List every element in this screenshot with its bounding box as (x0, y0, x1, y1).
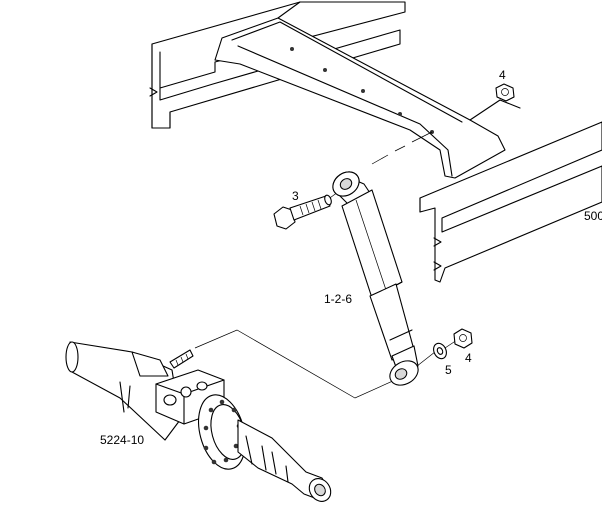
callout-shock-absorber: 1-2-6 (324, 292, 352, 306)
axle-assembly (65, 341, 332, 502)
shock-absorber (332, 171, 419, 386)
chassis-frame (149, 1, 602, 283)
callout-axle-ref: 5224-10 (100, 433, 144, 447)
callout-frame-ref: 500 (584, 209, 602, 223)
callout-bolt: 3 (292, 189, 299, 203)
callout-washer: 5 (445, 363, 452, 377)
hex-bolt (273, 194, 332, 230)
leader-lines (194, 131, 464, 399)
callout-nut-bottom: 4 (465, 351, 472, 365)
washer (433, 342, 447, 360)
hex-nut-bottom (453, 328, 473, 349)
hex-nut-top (495, 83, 515, 102)
callout-nut-top: 4 (499, 68, 506, 82)
